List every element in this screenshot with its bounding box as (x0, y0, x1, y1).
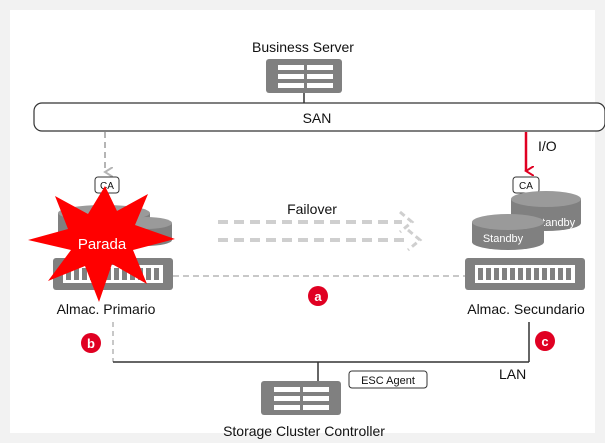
stop-status-label: Parada (78, 236, 127, 253)
lan-label: LAN (499, 366, 526, 382)
io-label: I/O (538, 138, 557, 154)
failover-arrow-top (218, 210, 415, 234)
san-label: SAN (303, 110, 332, 126)
secondary-volume-icon-front (472, 214, 544, 250)
primary-ca-label: CA (100, 181, 114, 192)
marker-c-label: c (541, 334, 548, 349)
controller-server-icon (261, 381, 341, 415)
marker-b-label: b (87, 336, 95, 351)
controller-label: Storage Cluster Controller (223, 423, 385, 439)
business-server-label: Business Server (252, 39, 354, 55)
secondary-storage-label: Almac. Secundario (467, 301, 585, 317)
esc-agent-tag (348, 370, 428, 389)
esc-agent-label: ESC Agent (361, 375, 415, 387)
marker-c (535, 331, 555, 351)
secondary-volume-label-2: Standby (535, 217, 576, 229)
primary-storage-label: Almac. Primario (57, 301, 156, 317)
failover-arrow-bottom (218, 228, 423, 252)
secondary-ca-label: CA (519, 181, 533, 192)
marker-a (308, 286, 328, 306)
marker-b (81, 333, 101, 353)
san-bar (33, 102, 605, 132)
business-server-icon (266, 59, 342, 93)
secondary-storage-icon (465, 258, 585, 290)
stop-burst-icon (28, 186, 175, 302)
marker-a-label: a (314, 289, 322, 304)
failover-label: Failover (287, 201, 337, 217)
secondary-volume-label-1: Standby (483, 233, 524, 245)
